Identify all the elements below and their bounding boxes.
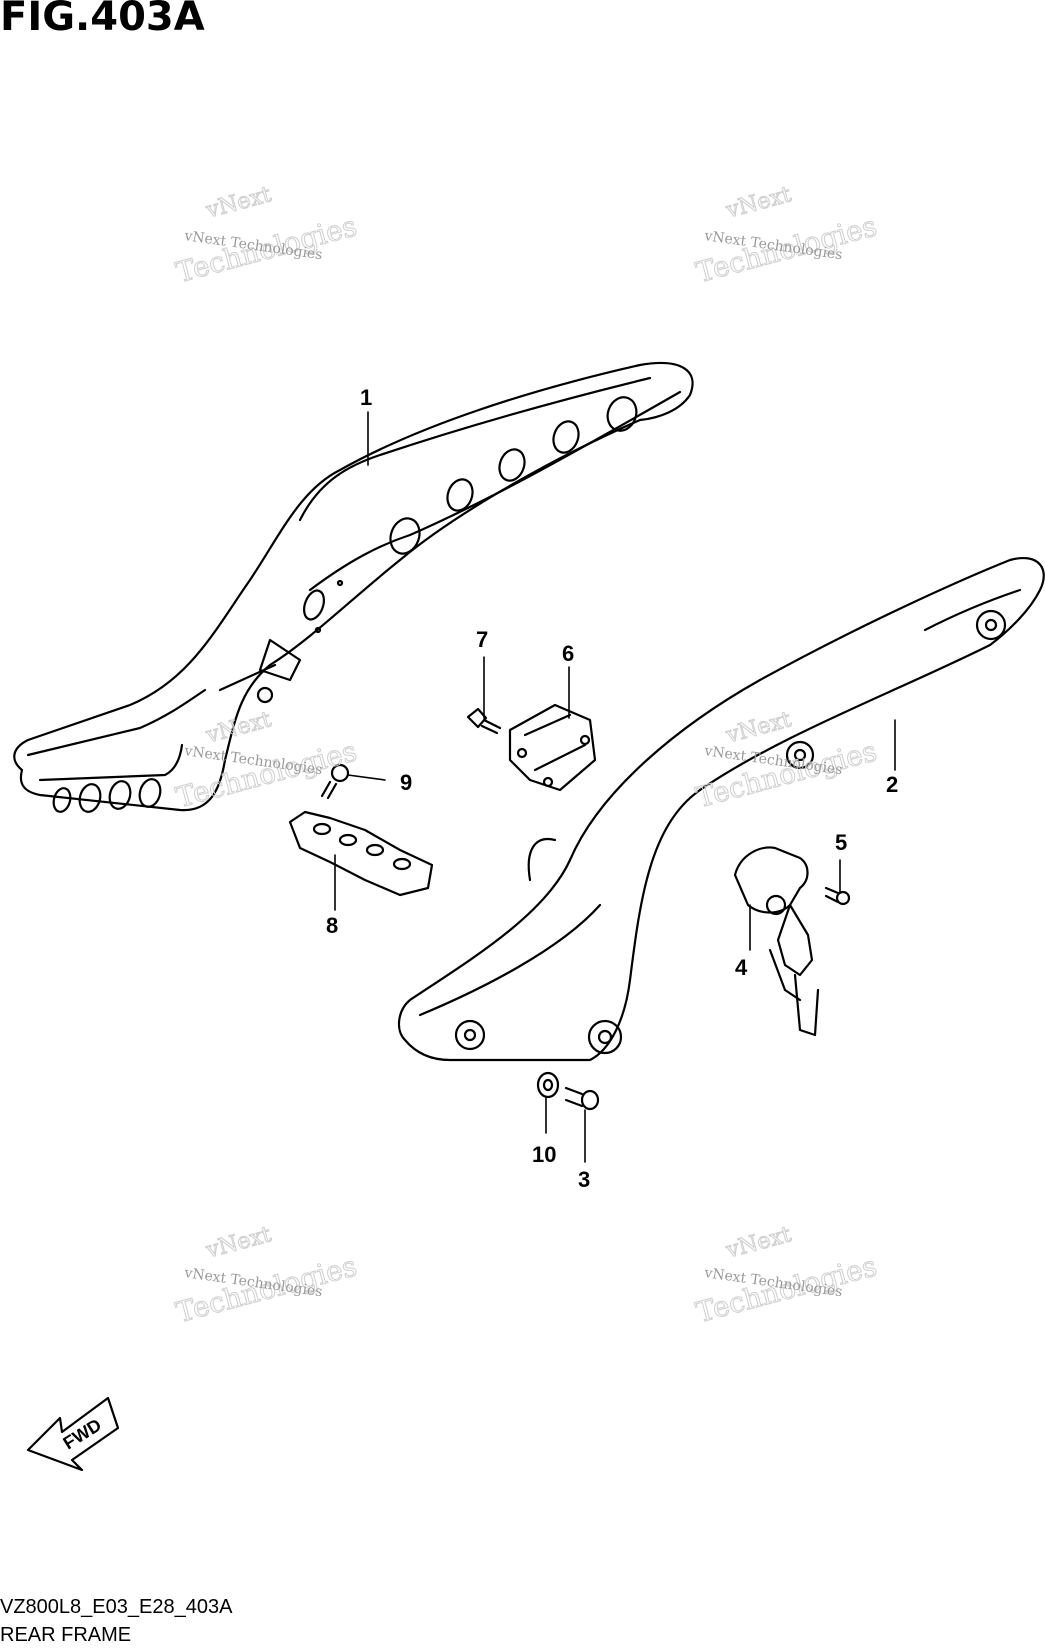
watermarks: vNext Technologies vNext Technologies vN… [172,182,881,1330]
washer-part[interactable] [536,1071,560,1099]
screw-part-5[interactable] [824,886,851,906]
callout-9: 9 [400,770,412,795]
watermark-line1: vNext [723,182,794,224]
bolt-part-3[interactable] [564,1086,600,1111]
callout-6: 6 [562,641,574,666]
callout-7: 7 [476,627,488,652]
callout-numbers: 1 2 3 4 5 6 7 8 9 10 [326,385,898,1192]
diagram-code: VZ800L8_E03_E28_403A [0,1596,233,1618]
callout-4: 4 [735,955,748,980]
watermark-line1: vNext [203,182,274,224]
plate-part[interactable] [288,810,434,897]
callout-5: 5 [835,830,847,855]
diagram-name: REAR FRAME [0,1624,132,1646]
helmet-lock-part[interactable] [733,846,820,1037]
watermark-line1: vNext [203,1222,274,1264]
rear-frame-right-part[interactable] [397,557,1045,1062]
bracket-part[interactable] [508,703,597,792]
callout-8: 8 [326,913,338,938]
figure-title: FIG.403A [0,0,205,40]
callout-2: 2 [886,772,898,797]
leader-lines [334,411,896,1163]
watermark-line1: vNext [723,1222,794,1264]
screw-part-9[interactable] [320,763,350,800]
callout-1: 1 [360,385,372,410]
callout-10: 10 [532,1142,556,1167]
callout-3: 3 [578,1167,590,1192]
rear-frame-left-part[interactable] [13,361,694,814]
bolt-part-7[interactable] [466,707,502,735]
fwd-label: FWD [60,1415,105,1454]
fwd-arrow [26,1396,120,1472]
